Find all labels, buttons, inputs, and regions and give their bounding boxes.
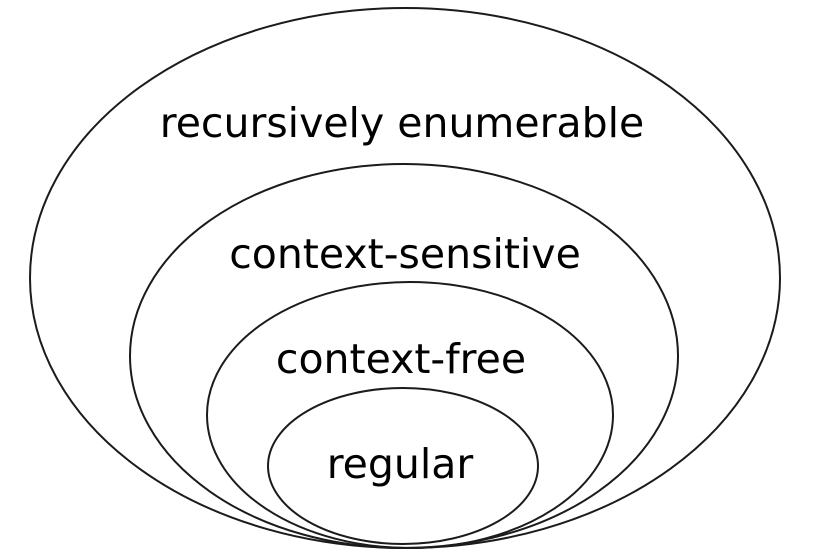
label-context-free: context-free: [276, 335, 526, 383]
ellipse-regular: [267, 387, 539, 545]
label-recursively-enumerable: recursively enumerable: [160, 99, 644, 147]
label-regular: regular: [327, 440, 474, 488]
ellipse-context-free: [206, 281, 614, 549]
label-context-sensitive: context-sensitive: [229, 230, 581, 278]
